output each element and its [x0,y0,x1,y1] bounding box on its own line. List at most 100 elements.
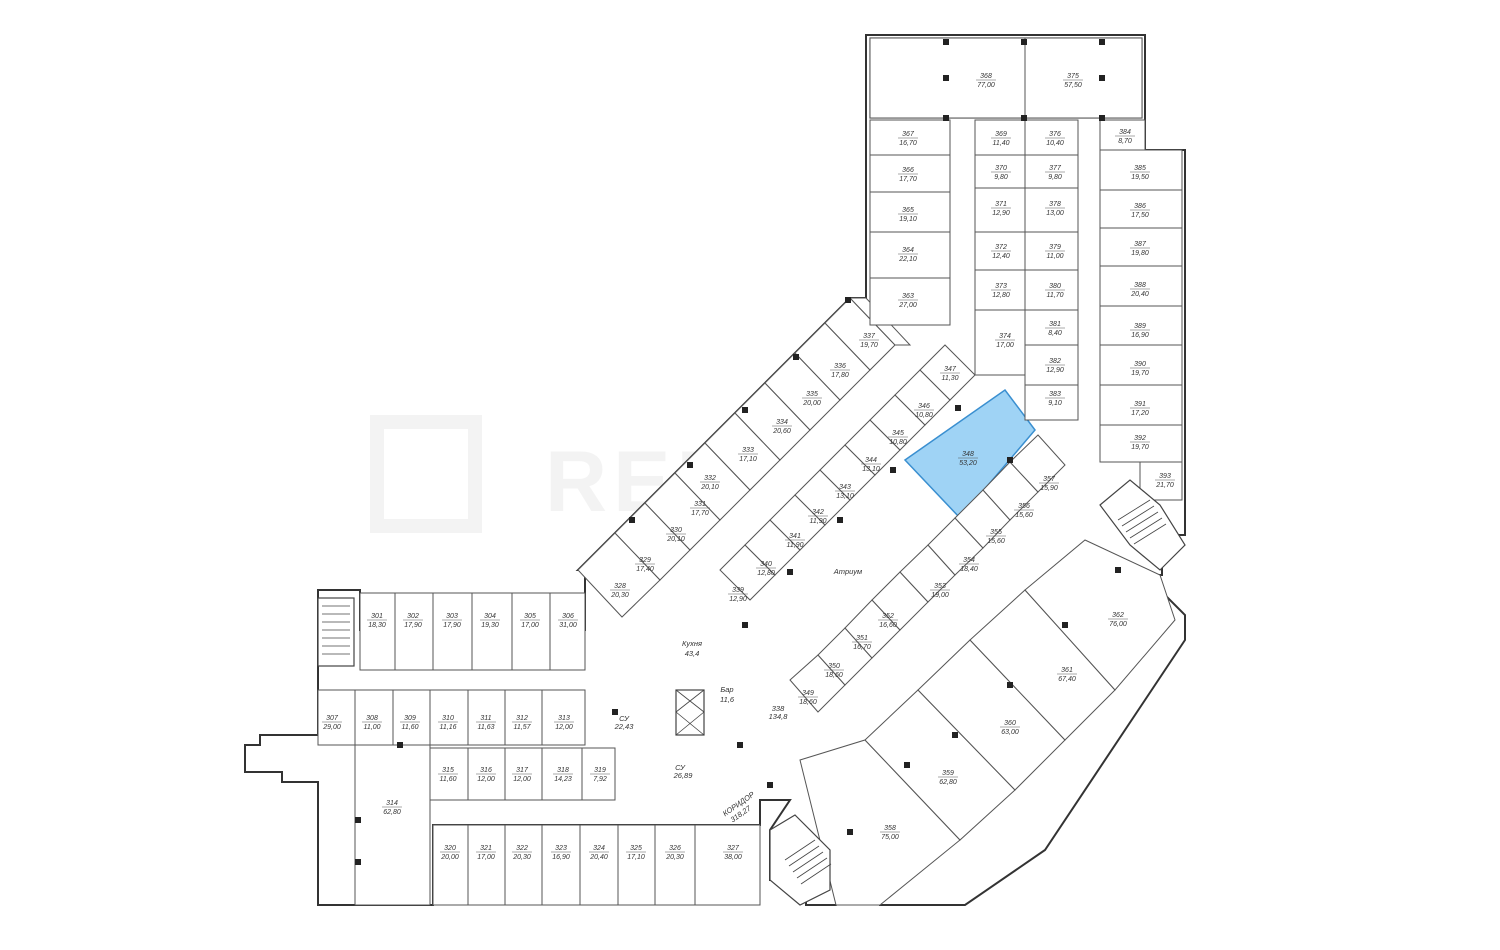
room-area: 17,20 [1131,410,1149,417]
room-shape[interactable] [549,592,586,671]
room-number: 346 [918,403,930,410]
room-number: 302 [407,613,419,620]
room-shape[interactable] [1024,37,1143,119]
room-shape[interactable] [471,592,513,671]
room-shape[interactable] [511,592,551,671]
room-shape[interactable] [541,824,581,906]
room-area: 19,70 [1131,444,1149,451]
room-shape[interactable] [1139,461,1183,501]
room-shape[interactable] [541,689,586,746]
room-number: 349 [802,690,814,697]
room-area: 76,00 [1109,621,1127,628]
room-shape[interactable] [354,744,431,906]
room-number: 374 [999,333,1011,340]
room-area: 29,00 [322,724,341,731]
room-shape[interactable] [617,824,656,906]
room-shape[interactable] [903,388,1036,520]
room-shape[interactable] [1024,384,1079,421]
room-shape[interactable] [359,592,396,671]
room-shape[interactable] [432,592,473,671]
room-number: 382 [1049,358,1061,365]
room-shape[interactable] [654,824,696,906]
room-shape[interactable] [694,824,761,906]
room-number: 334 [776,419,788,426]
room-shape[interactable] [504,824,543,906]
room-shape[interactable] [1024,539,1176,691]
room-number: 352 [882,613,894,620]
room-shape[interactable] [467,824,506,906]
room-shape[interactable] [579,824,619,906]
room-shape[interactable] [869,231,951,279]
room-area: 20,30 [610,592,629,599]
room-number: 337 [863,333,876,340]
room-area: 62,80 [939,779,957,786]
room-shape[interactable] [432,824,469,906]
room-shape[interactable] [1009,434,1066,493]
room-number: 330 [670,527,682,534]
room-shape[interactable] [869,119,951,156]
room-shape[interactable] [394,592,434,671]
